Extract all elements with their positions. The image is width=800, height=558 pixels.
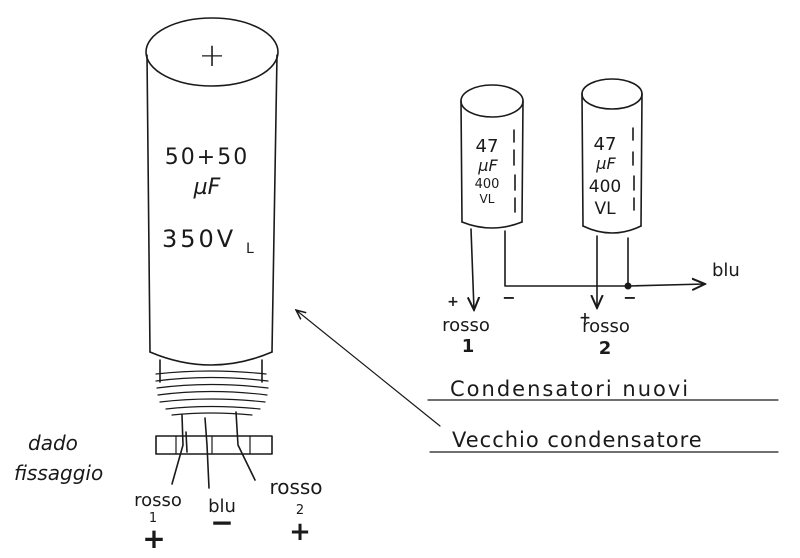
new-cap-1-voltage: 400 (475, 177, 500, 192)
new-cap-2-stripe (632, 127, 635, 211)
old-cap-unit: µF (193, 175, 221, 200)
new-cap-2-top (581, 78, 643, 110)
old-lead-left-num: 1 (149, 511, 157, 526)
lead-blu (204, 417, 210, 489)
new-cap-1-top (460, 84, 524, 118)
bracket-plate (155, 435, 273, 455)
old-capacitor: + 50+50 µF 350V L (145, 17, 279, 416)
new-cap-1-unit: µF (477, 156, 498, 175)
cap1-plus-sign: + (447, 294, 459, 310)
blu-output-wire (627, 284, 705, 286)
old-lead-right-sign: + (289, 517, 311, 547)
cap1-plus-lead (471, 228, 474, 310)
new-cap-1-bottom (461, 221, 523, 229)
cap2-wire-name: rosso (582, 316, 630, 337)
new-cap-2-bottom (582, 225, 642, 234)
old-cap-left-side (146, 54, 151, 353)
old-cap-top (145, 17, 279, 87)
new-cap-2-voltage: 400 (589, 177, 621, 197)
lead-rosso-1-mark (185, 431, 188, 453)
caption-old-capacitor: Vecchio condensatore (452, 428, 703, 452)
new-blu-label: blu (712, 260, 740, 281)
old-cap-right-side (271, 54, 278, 353)
new-cap-1-stripe (513, 129, 516, 213)
old-cap-neck (159, 359, 263, 383)
old-lead-left-name: rosso (134, 490, 182, 511)
bracket-label-line1: dado (28, 431, 78, 455)
new-cap-1-voltage-unit: VL (480, 192, 495, 206)
old-lead-mid-name: blu (208, 496, 236, 517)
old-lead-mid-sign: − (210, 506, 233, 539)
caption-new-capacitors: Condensatori nuovi (450, 377, 690, 401)
old-cap-pointer-arrow (296, 310, 441, 427)
old-lead-right-num: 2 (296, 503, 304, 518)
cap1-wire-num: 1 (462, 336, 475, 357)
cap1-wire-name: rosso (442, 315, 490, 336)
cap2-minus-sign: − (623, 288, 636, 307)
new-capacitor-2: 47 µF 400 VL (581, 78, 643, 234)
new-capacitor-1: 47 µF 400 VL (460, 84, 524, 229)
new-cap-2-capacitance: 47 (594, 134, 617, 155)
lead-rosso-1 (171, 414, 184, 485)
old-cap-bottom (149, 351, 273, 366)
new-cap-1-capacitance: 47 (476, 136, 499, 157)
old-cap-polarity-symbol: + (199, 36, 226, 74)
new-cap-2-unit: µF (595, 154, 616, 173)
cap2-plus-sign: + (579, 310, 591, 326)
new-cap-2-sides (581, 93, 643, 227)
new-cap-1-sides (460, 100, 524, 223)
old-cap-capacitance: 50+50 (165, 145, 249, 170)
cap1-minus-sign: − (502, 288, 515, 307)
bracket-label-line2: fissaggio (14, 461, 103, 485)
old-cap-voltage: 350V (162, 225, 236, 253)
old-cap-thread (155, 370, 269, 416)
cap1-minus-lead (504, 230, 629, 287)
old-cap-leads (171, 411, 256, 489)
old-lead-right-name: rosso (269, 475, 322, 499)
junction-dot (624, 282, 632, 290)
old-cap-voltage-sub: L (246, 241, 254, 257)
mounting-bracket (155, 435, 273, 455)
new-wiring (471, 228, 705, 310)
lead-rosso-2 (235, 411, 256, 481)
cap2-wire-num: 2 (599, 338, 612, 359)
new-cap-2-voltage-unit: VL (594, 199, 616, 219)
old-lead-left-sign: + (142, 522, 165, 555)
